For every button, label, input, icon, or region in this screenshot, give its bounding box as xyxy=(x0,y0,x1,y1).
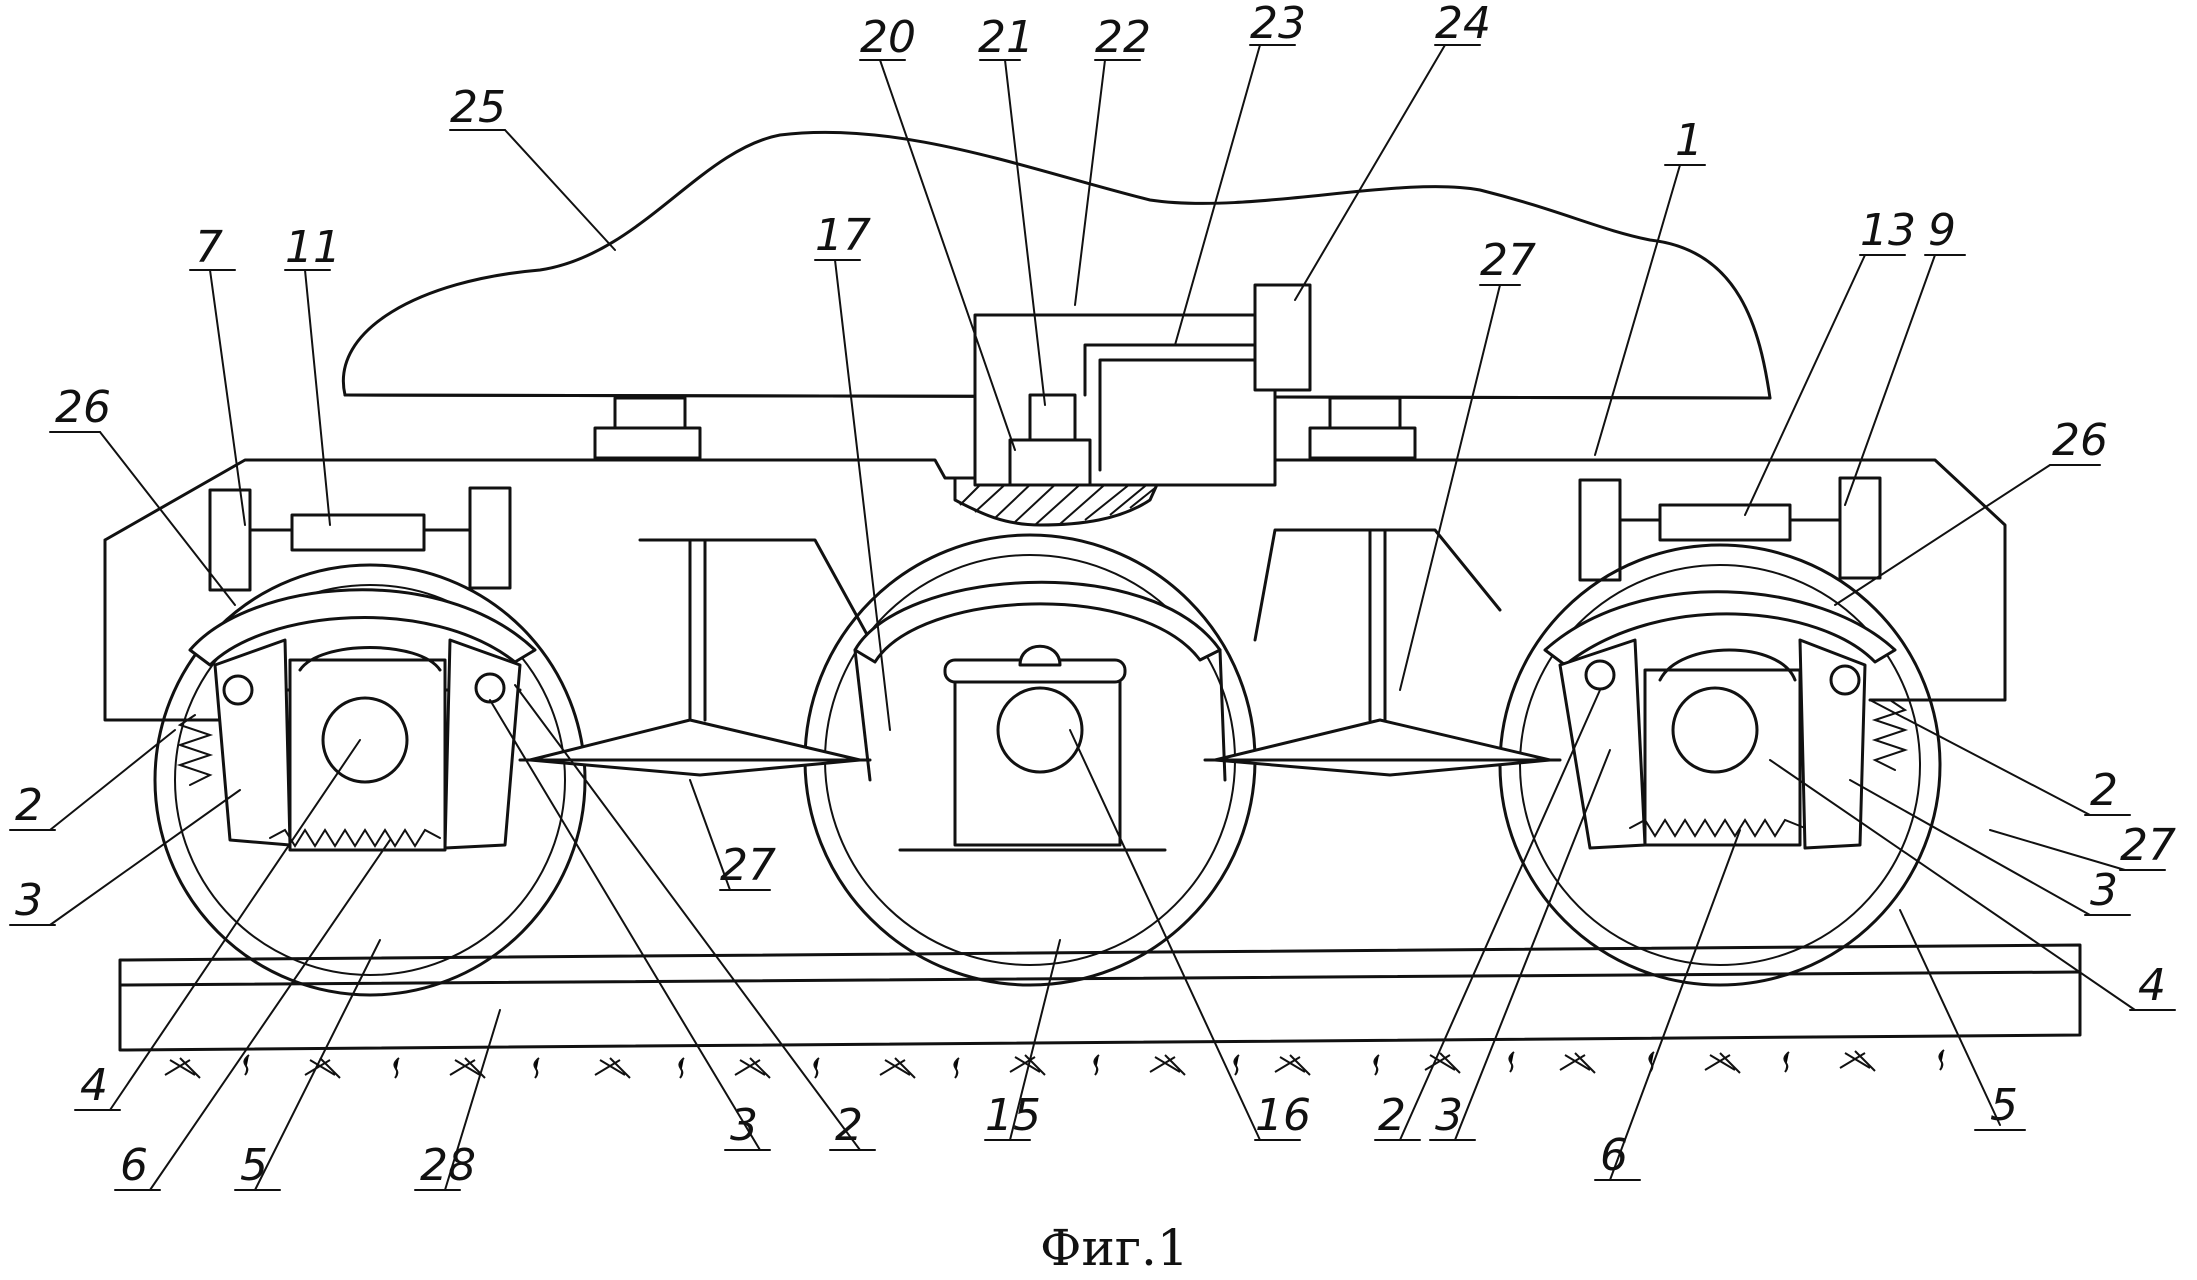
bracket-left-a xyxy=(208,488,252,592)
label-2-bottom-right: 2 xyxy=(1378,1090,1406,1141)
label-3-left: 3 xyxy=(15,875,43,926)
spring-6-left xyxy=(269,828,441,848)
rail-28-head xyxy=(118,970,2082,987)
label-5-left: 5 xyxy=(240,1140,268,1191)
label-6-right: 6 xyxy=(1600,1130,1628,1181)
axle-box-middle xyxy=(953,663,1122,847)
label-27-right: 27 xyxy=(2120,820,2176,871)
axle-right xyxy=(1671,686,1759,774)
spring-2-right-vertical xyxy=(1871,699,1909,771)
leader-lines xyxy=(9,44,2176,1191)
hanger-26-right xyxy=(1543,590,1897,667)
spring-6-right xyxy=(1629,818,1806,838)
axle-box-right xyxy=(1643,668,1802,847)
label-2-right: 2 xyxy=(2090,765,2118,816)
frame-arch-left xyxy=(638,538,872,642)
left-hub-detail xyxy=(298,646,442,672)
pipe-23 xyxy=(1083,343,1257,397)
label-22: 22 xyxy=(1095,12,1151,63)
label-26-left: 26 xyxy=(55,382,111,433)
frame-arch-right xyxy=(1253,528,1502,642)
label-27-middle: 27 xyxy=(720,840,776,891)
hanger-17-middle xyxy=(853,580,1222,664)
shoe-3-left-a xyxy=(213,638,292,847)
brake-cylinder-13 xyxy=(1658,503,1792,542)
pin-2-left-a xyxy=(222,674,254,706)
rail-28 xyxy=(118,943,2082,1052)
label-4-left: 4 xyxy=(80,1060,108,1111)
bracket-right-b xyxy=(1838,476,1882,580)
label-17: 17 xyxy=(815,210,871,261)
label-25: 25 xyxy=(450,82,506,133)
axle-left xyxy=(321,696,409,784)
shoe-3-right-a xyxy=(1558,638,1647,850)
label-21: 21 xyxy=(978,12,1034,63)
label-4-right: 4 xyxy=(2138,960,2166,1011)
hub-middle xyxy=(1018,644,1062,667)
valve-21 xyxy=(1028,393,1077,442)
middle-link-left xyxy=(853,648,872,782)
axle-middle xyxy=(996,686,1084,774)
spring-2-left-vertical xyxy=(176,714,214,786)
label-3-right: 3 xyxy=(2090,865,2118,916)
label-26-right: 26 xyxy=(2052,415,2108,466)
axle-box-left xyxy=(288,658,447,852)
label-13: 13 xyxy=(1860,205,1916,256)
label-27-top: 27 xyxy=(1480,235,1536,286)
label-7: 7 xyxy=(195,222,223,273)
label-11: 11 xyxy=(285,222,341,273)
right-hub-detail xyxy=(1658,648,1797,682)
label-20: 20 xyxy=(860,12,916,63)
pipe-22 xyxy=(1098,358,1257,472)
label-3-bottom: 3 xyxy=(730,1100,758,1151)
center-pivot-hatch xyxy=(953,476,1162,527)
pin-2-right-b xyxy=(1829,664,1861,696)
label-5-right: 5 xyxy=(1990,1080,2018,1131)
side-bearing-right-top xyxy=(1328,396,1402,430)
bracket-left-b xyxy=(468,486,512,590)
label-9: 9 xyxy=(1928,205,1956,256)
label-23: 23 xyxy=(1250,0,1306,49)
wheel-right-rim xyxy=(1519,564,1921,966)
label-28: 28 xyxy=(420,1140,476,1191)
car-body xyxy=(341,130,1772,400)
label-6-left: 6 xyxy=(120,1140,148,1191)
brake-cylinder-11 xyxy=(290,513,426,552)
hanger-26-left xyxy=(188,588,537,667)
bracket-right-a xyxy=(1578,478,1622,582)
ground-hatching xyxy=(164,1049,1945,1079)
label-16: 16 xyxy=(1255,1090,1311,1141)
pin-2-left-b xyxy=(474,672,506,704)
reservoir-24 xyxy=(1253,283,1312,392)
label-15: 15 xyxy=(985,1090,1041,1141)
label-24: 24 xyxy=(1435,0,1491,49)
pin-2-right-a xyxy=(1584,659,1616,691)
label-1: 1 xyxy=(1675,115,1703,166)
wheel-left-rim xyxy=(174,584,566,976)
label-2-left: 2 xyxy=(15,780,43,831)
label-3-bottom-right: 3 xyxy=(1435,1090,1463,1141)
side-bearing-left-top xyxy=(613,396,687,430)
shoe-3-left-b xyxy=(443,638,522,850)
side-bearing-left xyxy=(593,426,702,460)
cylinder-20 xyxy=(1008,438,1092,487)
side-bearing-right xyxy=(1308,426,1417,460)
label-2-bottom: 2 xyxy=(835,1100,863,1151)
figure-caption: Фиг.1 xyxy=(1040,1219,1189,1277)
